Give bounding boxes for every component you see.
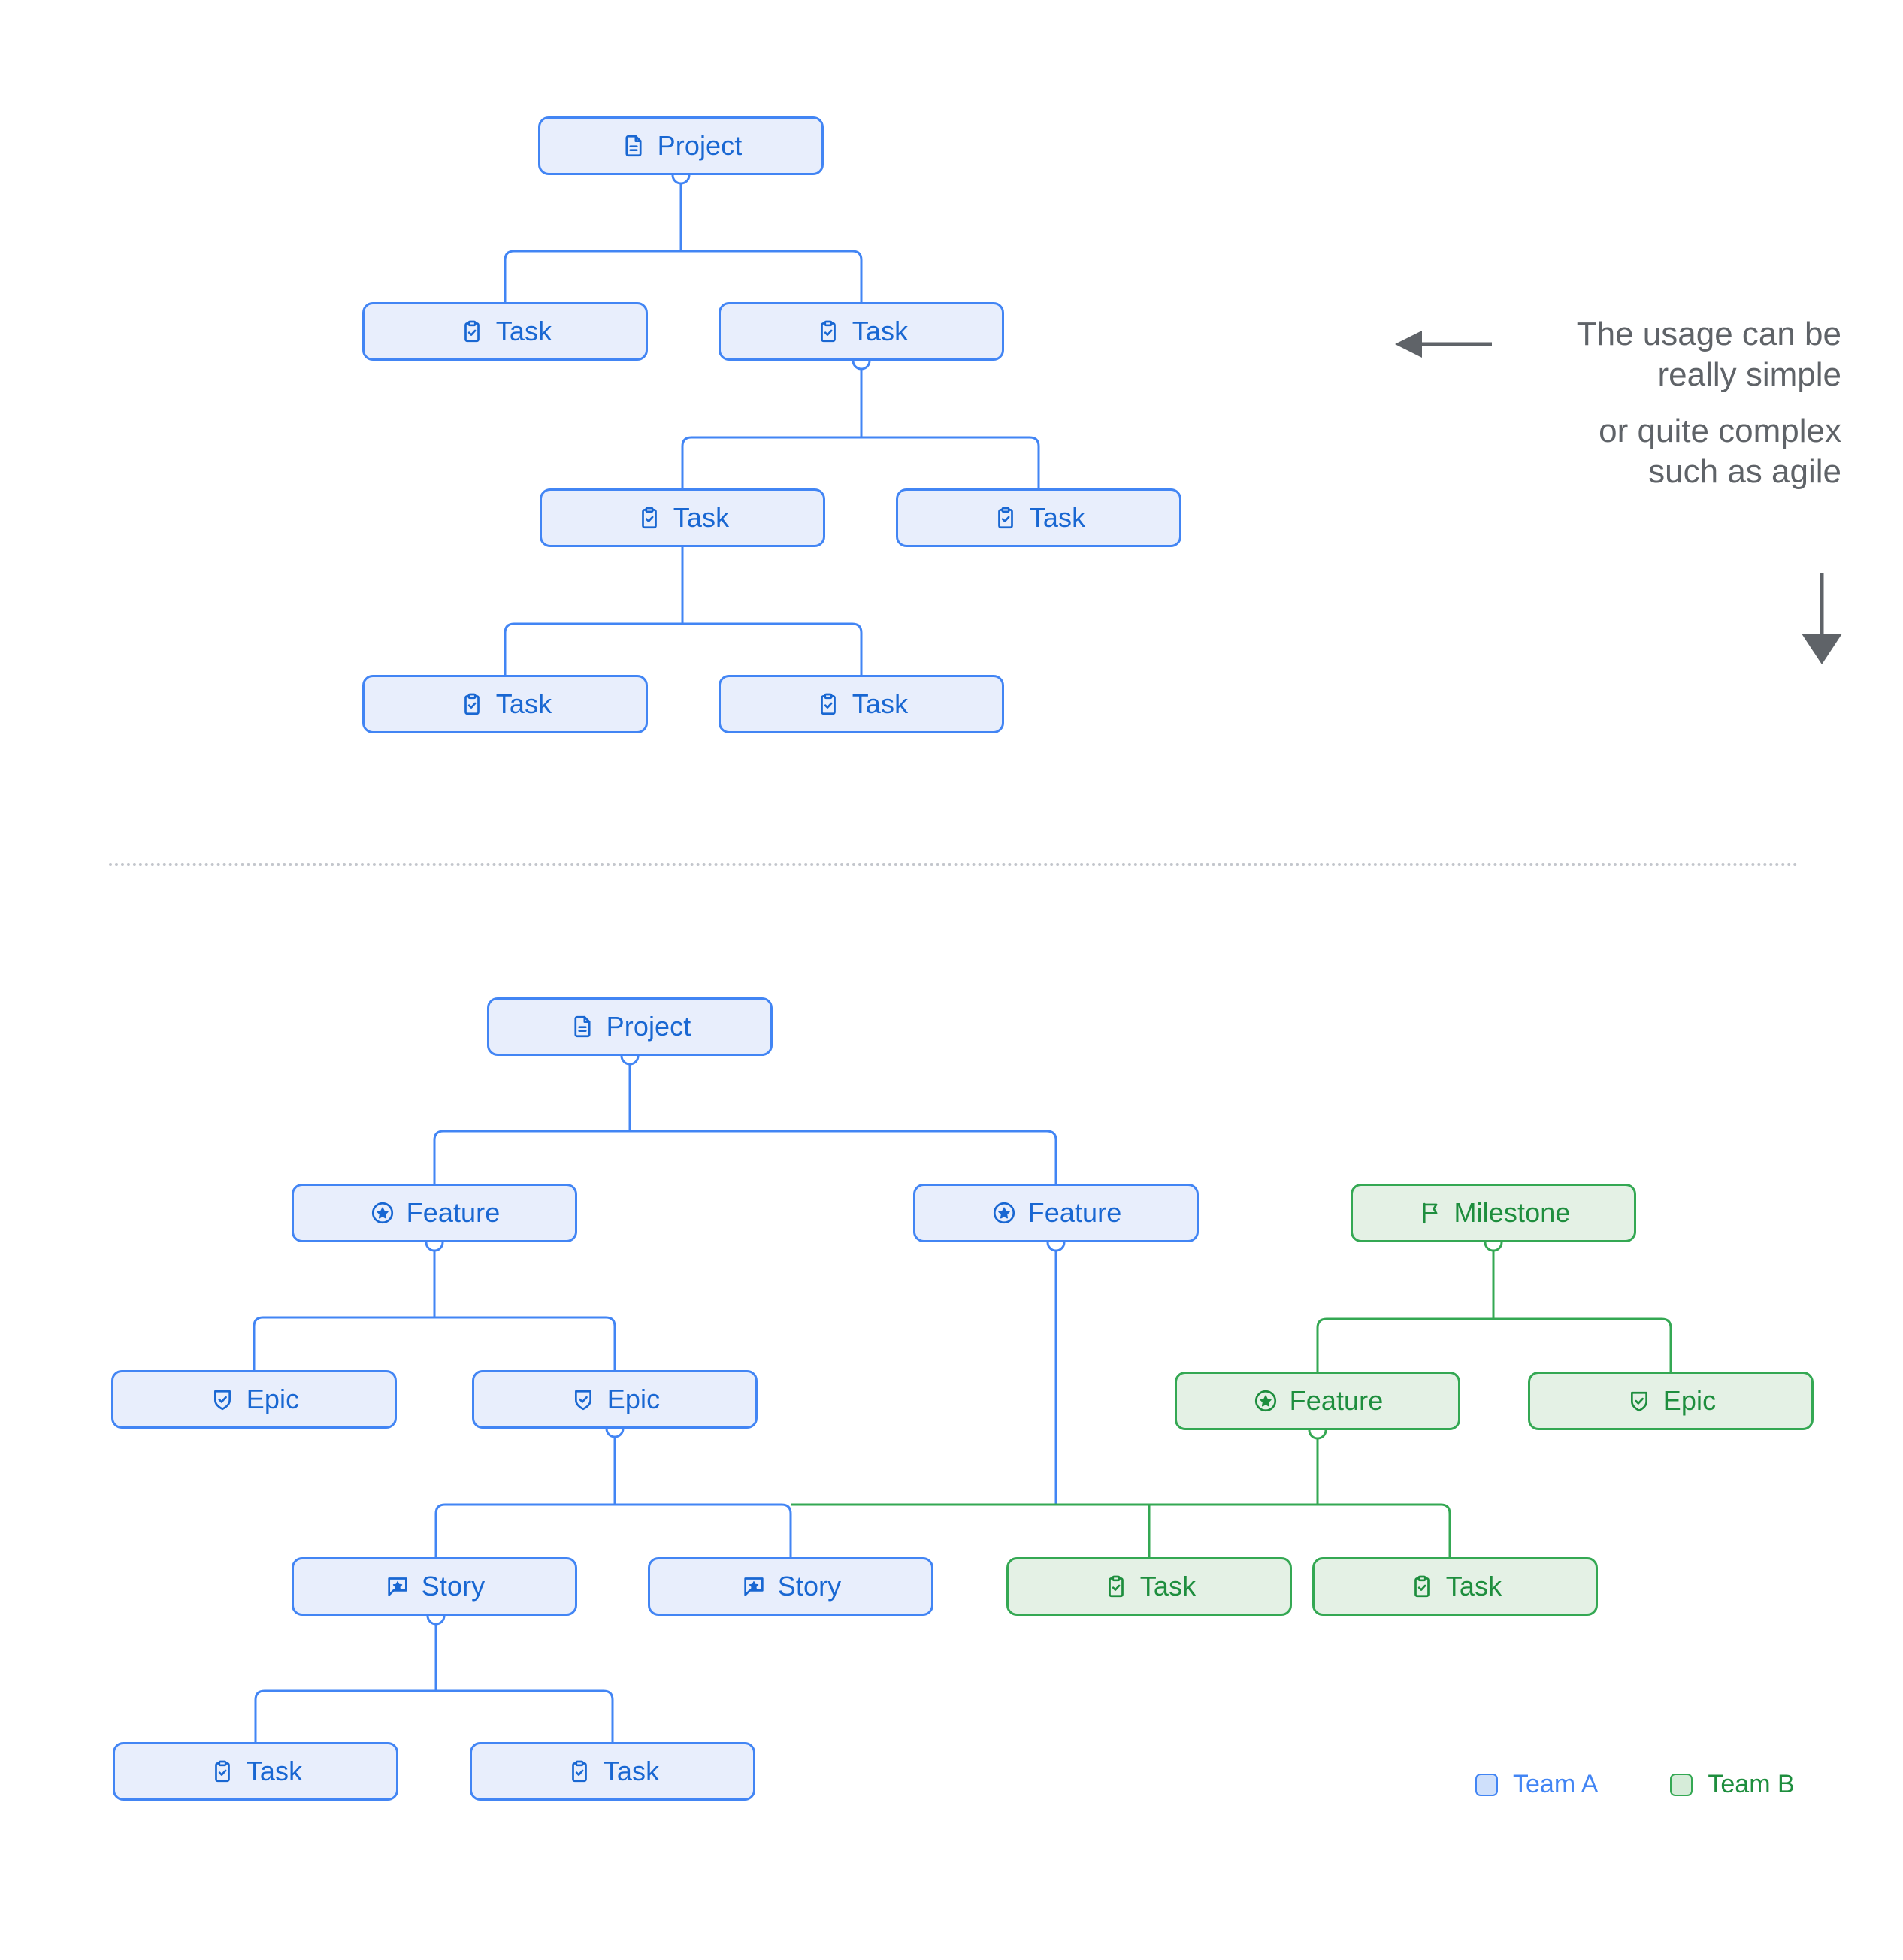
flag-icon (1417, 1199, 1444, 1227)
node-task-simple-1[interactable]: Task (362, 302, 648, 361)
node-label: Epic (607, 1384, 661, 1414)
clipboard-check-icon (566, 1758, 593, 1785)
legend-label-team-a: Team A (1513, 1770, 1599, 1798)
node-label: Task (673, 502, 730, 533)
node-label: Task (1139, 1571, 1197, 1602)
edge-epic2-story1 (434, 1429, 616, 1557)
shield-check-icon (1626, 1387, 1653, 1414)
team-a-swatch (1475, 1773, 1498, 1796)
node-label: Story (421, 1571, 486, 1602)
node-task-simple-2[interactable]: Task (719, 302, 1004, 361)
node-label: Story (777, 1571, 842, 1602)
edge-green-bus (791, 1503, 1451, 1557)
arrow-down-icon (1802, 573, 1842, 664)
node-feature-agile-3[interactable]: Feature (1175, 1372, 1460, 1430)
star-circle-icon (1252, 1387, 1279, 1414)
annotation-line-3: or quite complex (1599, 413, 1841, 450)
annotation-text: The usage can be really simple or quite … (1451, 314, 1841, 492)
story-bubble-icon (740, 1573, 767, 1600)
edge-epic2-story2 (615, 1503, 792, 1557)
edge-task2-task3 (681, 361, 863, 488)
node-epic-agile-3[interactable]: Epic (1528, 1372, 1814, 1430)
edge-milestone-feature3 (1316, 1242, 1495, 1372)
node-label: Epic (1662, 1385, 1717, 1416)
edge-milestone-epic3 (1493, 1317, 1672, 1372)
edge-task3-task5 (504, 547, 684, 675)
node-label: Task (852, 688, 909, 719)
team-legend: Team A Team B (1475, 1770, 1795, 1799)
edge-feature1-epic1 (253, 1242, 436, 1370)
node-label: Task (1029, 502, 1086, 533)
edge-task2-task4 (861, 436, 1040, 488)
shield-check-icon (570, 1386, 597, 1413)
node-epic-agile-1[interactable]: Epic (111, 1370, 397, 1429)
document-icon (569, 1013, 596, 1040)
node-label: Feature (1027, 1197, 1122, 1228)
node-task-green-2[interactable]: Task (1312, 1557, 1598, 1616)
edge-story1-taskb2 (436, 1689, 614, 1742)
clipboard-check-icon (1103, 1573, 1130, 1600)
team-b-swatch (1670, 1773, 1693, 1796)
node-label: Milestone (1454, 1197, 1571, 1228)
node-task-green-1[interactable]: Task (1006, 1557, 1292, 1616)
annotation-line-1: The usage can be (1576, 316, 1841, 352)
node-task-simple-3[interactable]: Task (540, 488, 825, 547)
node-story-2[interactable]: Story (648, 1557, 933, 1616)
annotation-spacer (1451, 395, 1841, 411)
edge-project-task1 (504, 175, 682, 302)
star-circle-icon (991, 1199, 1018, 1227)
node-label: Task (246, 1756, 303, 1786)
annotation-line-4: such as agile (1648, 453, 1841, 491)
document-icon (620, 132, 647, 159)
edge-task3-task6 (682, 622, 863, 675)
node-feature-agile-2[interactable]: Feature (913, 1184, 1199, 1242)
story-bubble-icon (384, 1573, 411, 1600)
clipboard-check-icon (209, 1758, 236, 1785)
node-label: Task (852, 316, 909, 346)
clipboard-check-icon (815, 318, 842, 345)
node-label: Feature (406, 1197, 501, 1228)
node-label: Epic (246, 1384, 300, 1414)
node-task-blue-bottom-2[interactable]: Task (470, 1742, 755, 1801)
node-milestone[interactable]: Milestone (1351, 1184, 1636, 1242)
node-task-simple-5[interactable]: Task (362, 675, 648, 733)
annotation-line-2: really simple (1657, 355, 1841, 393)
clipboard-check-icon (458, 318, 486, 345)
node-label: Feature (1289, 1385, 1384, 1416)
node-label: Project (606, 1011, 691, 1042)
legend-label-team-b: Team B (1708, 1770, 1795, 1798)
clipboard-check-icon (636, 504, 663, 531)
node-label: Task (603, 1756, 660, 1786)
clipboard-check-icon (458, 691, 486, 718)
node-label: Task (495, 688, 552, 719)
edge-feature1-epic2 (434, 1316, 616, 1370)
legend-item-team-a: Team A (1475, 1770, 1598, 1799)
legend-item-team-b: Team B (1670, 1770, 1795, 1799)
shield-check-icon (209, 1386, 236, 1413)
node-epic-agile-2[interactable]: Epic (472, 1370, 758, 1429)
node-label: Project (657, 130, 743, 161)
star-circle-icon (369, 1199, 396, 1227)
clipboard-check-icon (815, 691, 842, 718)
clipboard-check-icon (992, 504, 1019, 531)
edge-story1-taskb1 (254, 1616, 437, 1742)
node-project-simple[interactable]: Project (538, 116, 824, 175)
node-task-simple-6[interactable]: Task (719, 675, 1004, 733)
node-label: Task (1445, 1571, 1502, 1602)
edge-aproject-feature1 (433, 1056, 631, 1184)
node-label: Task (495, 316, 552, 346)
node-task-blue-bottom-1[interactable]: Task (113, 1742, 398, 1801)
node-story-1[interactable]: Story (292, 1557, 577, 1616)
node-task-simple-4[interactable]: Task (896, 488, 1181, 547)
edge-aproject-feature2 (630, 1130, 1057, 1184)
node-project-agile[interactable]: Project (487, 997, 773, 1056)
node-feature-agile-1[interactable]: Feature (292, 1184, 577, 1242)
clipboard-check-icon (1408, 1573, 1436, 1600)
section-divider (109, 863, 1799, 866)
edge-project-task2 (681, 250, 863, 302)
